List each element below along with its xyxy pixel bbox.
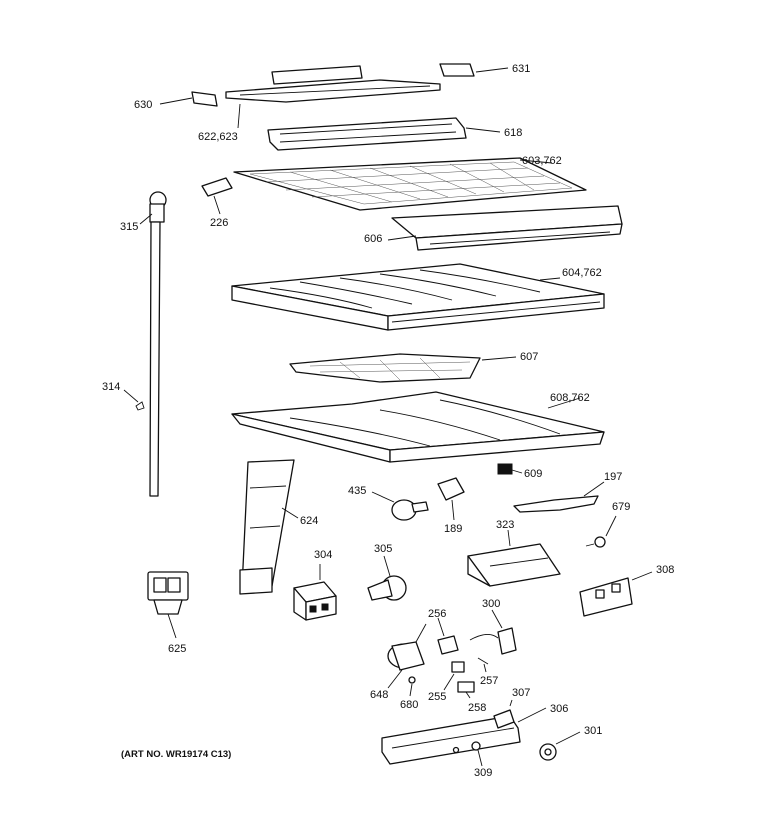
label-604-762: 604,762: [562, 267, 602, 279]
part-301[interactable]: [539, 731, 581, 761]
part-435[interactable]: [371, 491, 429, 521]
label-631: 631: [512, 63, 530, 75]
art-number: (ART NO. WR19174 C13): [121, 749, 231, 760]
label-256: 256: [428, 608, 446, 620]
part-257[interactable]: [477, 657, 489, 673]
label-607: 607: [520, 351, 538, 363]
label-622-623: 622,623: [198, 131, 238, 143]
part-314[interactable]: [123, 221, 161, 497]
part-648[interactable]: [387, 623, 427, 689]
part-608-762[interactable]: [231, 391, 605, 463]
part-607[interactable]: [289, 353, 517, 383]
label-630: 630: [134, 99, 152, 111]
label-257: 257: [480, 675, 498, 687]
part-679[interactable]: [585, 515, 617, 548]
label-603-762: 603,762: [522, 155, 562, 167]
label-315: 315: [120, 221, 138, 233]
part-323[interactable]: [467, 529, 561, 587]
label-625: 625: [168, 643, 186, 655]
part-308[interactable]: [579, 571, 653, 617]
label-305: 305: [374, 543, 392, 555]
label-648: 648: [370, 689, 388, 701]
part-603-762[interactable]: [233, 157, 587, 211]
label-435: 435: [348, 485, 366, 497]
part-189[interactable]: [437, 477, 465, 521]
part-604-762[interactable]: [231, 263, 605, 331]
part-618[interactable]: [267, 117, 501, 151]
part-197[interactable]: [513, 481, 605, 513]
part-622-623[interactable]: [225, 65, 441, 129]
label-618: 618: [504, 127, 522, 139]
label-189: 189: [444, 523, 462, 535]
part-226[interactable]: [201, 177, 233, 215]
part-255[interactable]: [443, 661, 465, 691]
part-256[interactable]: [437, 617, 459, 655]
label-309: 309: [474, 767, 492, 779]
part-630[interactable]: [159, 91, 218, 107]
label-197: 197: [604, 471, 622, 483]
part-609[interactable]: [497, 463, 523, 475]
part-680[interactable]: [408, 676, 416, 697]
part-258[interactable]: [457, 681, 475, 699]
part-304[interactable]: [293, 564, 337, 621]
label-624: 624: [300, 515, 318, 527]
label-314: 314: [102, 381, 120, 393]
part-306[interactable]: [381, 707, 547, 765]
part-307[interactable]: [493, 699, 515, 729]
label-255: 255: [428, 691, 446, 703]
label-308: 308: [656, 564, 674, 576]
label-306: 306: [550, 703, 568, 715]
label-606: 606: [364, 233, 382, 245]
part-315[interactable]: [139, 191, 167, 225]
part-309[interactable]: [477, 749, 483, 767]
part-305[interactable]: [367, 555, 407, 601]
label-307: 307: [512, 687, 530, 699]
label-301: 301: [584, 725, 602, 737]
label-300: 300: [482, 598, 500, 610]
label-323: 323: [496, 519, 514, 531]
label-609: 609: [524, 468, 542, 480]
part-606[interactable]: [387, 205, 623, 251]
label-258: 258: [468, 702, 486, 714]
label-226: 226: [210, 217, 228, 229]
part-624[interactable]: [239, 459, 299, 595]
label-679: 679: [612, 501, 630, 513]
label-680: 680: [400, 699, 418, 711]
label-304: 304: [314, 549, 332, 561]
part-300[interactable]: [469, 609, 517, 655]
part-625[interactable]: [147, 571, 189, 639]
label-608-762: 608,762: [550, 392, 590, 404]
part-631[interactable]: [439, 63, 509, 77]
